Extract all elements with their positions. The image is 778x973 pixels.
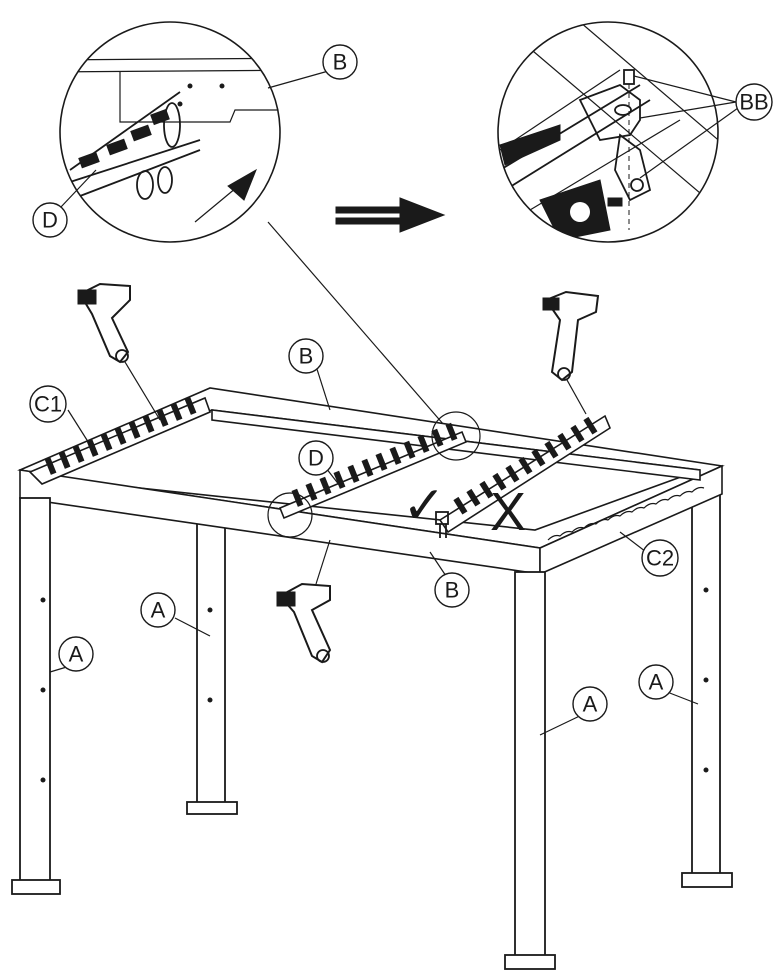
callout-bb-detail: BB [735,83,773,121]
svg-text:B: B [333,50,348,75]
svg-text:C2: C2 [646,546,674,571]
left-louvre-teeth [44,396,197,475]
callout-c2: C2 [641,539,679,577]
callout-b-detail: B [322,44,358,80]
svg-text:A: A [583,692,598,717]
callout-a-left: A [58,636,94,672]
svg-text:C1: C1 [34,392,62,417]
svg-text:B: B [445,578,460,603]
svg-text:BB: BB [739,90,768,115]
wrong-x-symbol: X [490,482,526,542]
zoom-circle-back [431,411,481,461]
callout-a-front-right: A [572,686,608,722]
svg-text:A: A [69,642,84,667]
svg-text:D: D [308,446,324,471]
detail-circle-left [59,21,281,243]
callout-d-main: D [298,440,334,476]
callout-d-detail: D [32,202,68,238]
handle-right [542,290,600,415]
callout-a-back-left: A [140,592,176,628]
correct-check-symbol: ✓ [402,476,446,536]
direction-arrow [335,197,446,233]
callout-b-top: B [288,338,324,374]
callout-c1: C1 [29,385,67,423]
louvre-rail-incorrect [435,414,611,538]
handle-left [77,282,161,421]
louvre-rail-d [267,411,481,538]
callout-b-front: B [434,572,470,608]
leader-lines [49,69,739,736]
leader-line-detail [267,221,445,426]
svg-text:A: A [649,670,664,695]
svg-text:B: B [299,344,314,369]
svg-text:A: A [151,598,166,623]
handle-front [276,539,332,664]
svg-text:D: D [42,208,58,233]
callout-a-right: A [638,664,674,700]
detail-circle-right [497,21,719,243]
zoom-circle-front [267,492,313,538]
